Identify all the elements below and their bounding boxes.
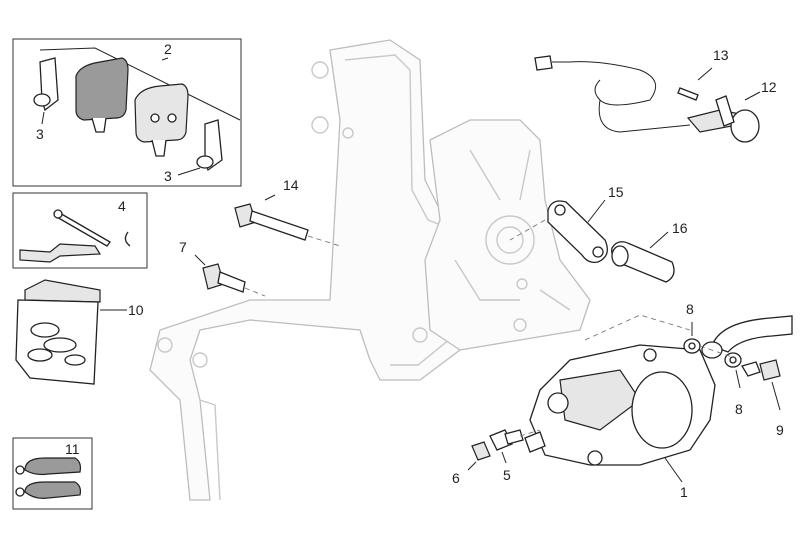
brake-hose <box>701 315 793 359</box>
callout-7: 7 <box>179 239 187 255</box>
swingarm-bracket <box>342 119 591 351</box>
inset-pin-kit: 4 <box>12 192 148 269</box>
callout-3-bottom: 3 <box>164 168 172 184</box>
callout-3-top: 3 <box>36 126 44 142</box>
bleeder-screw: 5 <box>489 429 524 483</box>
inset-seal-kit: 10 <box>15 279 144 385</box>
washer-top: 8 <box>683 301 701 354</box>
speed-sensor: 13 12 <box>534 47 777 143</box>
callout-9: 9 <box>776 422 784 438</box>
callout-10: 10 <box>128 302 144 318</box>
bolt-7: 7 <box>179 239 266 297</box>
callout-11: 11 <box>65 441 80 457</box>
bolt-14: 14 <box>234 177 341 247</box>
brake-pad-left <box>75 57 129 121</box>
callout-13: 13 <box>713 47 729 63</box>
callout-8-top: 8 <box>686 301 694 317</box>
callout-5: 5 <box>503 467 511 483</box>
inset-clamps: 11 <box>12 437 93 510</box>
callout-15: 15 <box>608 184 624 200</box>
callout-6: 6 <box>452 470 460 486</box>
callout-2: 2 <box>164 41 172 57</box>
washer-bottom: 8 <box>724 352 743 417</box>
inset-brake-pads: 2 3 3 <box>12 38 242 187</box>
sleeve-16: 16 <box>611 220 688 283</box>
bleeder-cap: 6 <box>452 441 491 486</box>
assembly-lines <box>509 219 736 437</box>
callout-1: 1 <box>680 484 688 500</box>
link-plate-15: 15 <box>547 184 624 263</box>
callout-12: 12 <box>761 79 777 95</box>
brake-caliper: 1 <box>524 344 716 500</box>
brake-pad-right <box>134 83 189 143</box>
callout-4: 4 <box>118 198 126 214</box>
callout-16: 16 <box>672 220 688 236</box>
callout-8-bottom: 8 <box>735 401 743 417</box>
callout-14: 14 <box>283 177 299 193</box>
banjo-bolt: 9 <box>741 359 784 438</box>
